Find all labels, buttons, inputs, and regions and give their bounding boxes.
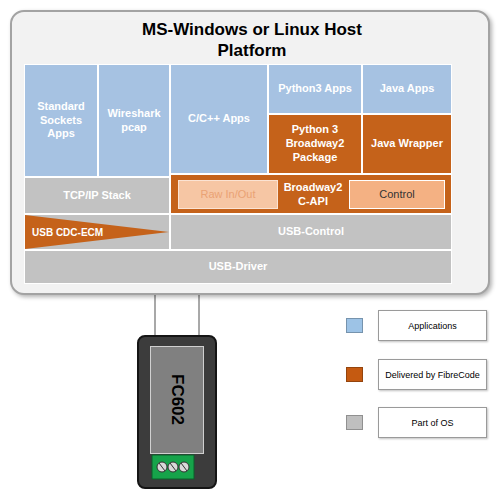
legend-swatch — [346, 318, 363, 333]
terminal-screw — [179, 462, 189, 472]
fibrecode-box: Java Wrapper — [362, 114, 452, 174]
os-box: USB-Control — [170, 214, 452, 250]
legend-swatch — [346, 415, 363, 430]
device-body — [138, 336, 216, 488]
device-label-label: FC602 — [151, 347, 203, 453]
terminal-screw — [168, 462, 178, 472]
legend-text: Applications — [378, 310, 487, 341]
screw-slot — [170, 463, 176, 471]
device-label: FC602 — [150, 346, 204, 454]
application-box: Wireshark pcap — [98, 64, 170, 177]
api-band-label: Broadway2 C-API — [277, 175, 349, 215]
screw-slot — [159, 463, 165, 471]
terminal-block — [152, 455, 194, 479]
os-box: TCP/IP Stack — [24, 177, 170, 214]
api-band: Raw In/Out ControlBroadway2 C-API — [170, 174, 452, 214]
application-box-label: Standard Sockets Apps — [25, 65, 97, 176]
application-box: Standard Sockets Apps — [24, 64, 98, 177]
application-box: Python3 Apps — [268, 64, 362, 114]
control-box: Control — [349, 180, 445, 209]
control-box-label: Control — [350, 181, 444, 208]
os-box-label: USB-Control — [171, 215, 451, 249]
application-box-label: Wireshark pcap — [99, 65, 169, 176]
os-box-label: TCP/IP Stack — [25, 178, 169, 213]
usb-cdc-ecm-band: USB CDC-ECM — [24, 214, 170, 250]
os-box-label: USB-Driver — [25, 251, 451, 283]
raw-io-box-label: Raw In/Out — [179, 181, 277, 208]
legend-text: Part of OS — [378, 407, 487, 438]
legend-text: Delivered by FibreCode — [378, 359, 487, 390]
host-platform-box: Standard Sockets AppsWireshark pcapC/C++… — [10, 10, 490, 295]
host-platform-box-label: MS-Windows or Linux Host Platform — [132, 15, 372, 65]
legend-swatch — [346, 367, 363, 382]
raw-io-box: Raw In/Out — [178, 180, 278, 209]
application-box-label: Python3 Apps — [269, 65, 361, 113]
application-box-label: C/C++ Apps — [171, 65, 267, 173]
application-box: C/C++ Apps — [170, 64, 268, 174]
fibrecode-box: Python 3 Broadway2 Package — [268, 114, 362, 174]
os-box: USB-Driver — [24, 250, 452, 284]
terminal-screw — [157, 462, 167, 472]
application-box-label: Java Apps — [363, 65, 451, 113]
application-box: Java Apps — [362, 64, 452, 114]
fibrecode-box-label: Java Wrapper — [363, 115, 451, 173]
screw-slot — [181, 463, 187, 471]
fibrecode-box-label: Python 3 Broadway2 Package — [269, 115, 361, 173]
usb-cdc-ecm-band-label: USB CDC-ECM — [29, 215, 129, 251]
usb-plug — [155, 293, 199, 339]
